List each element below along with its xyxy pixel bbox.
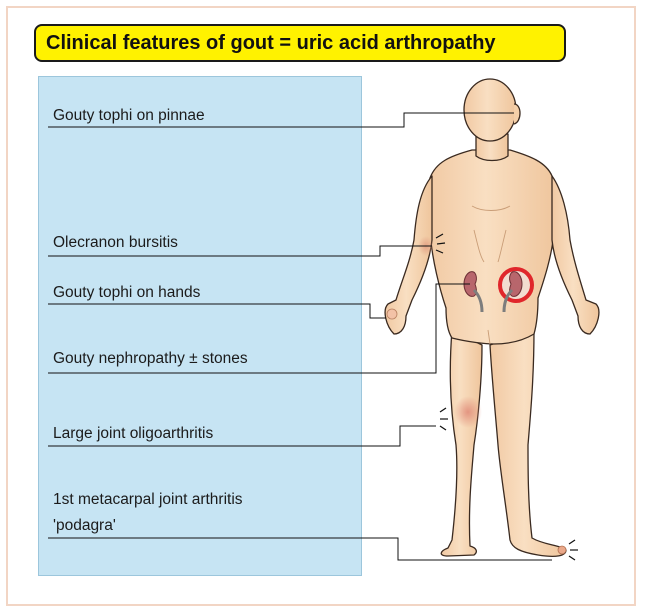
torso: [427, 149, 558, 345]
right-arm: [551, 175, 600, 335]
toe-pain-marks: [568, 539, 578, 561]
knee-pain-marks: [439, 407, 448, 431]
toe-tophus: [557, 545, 567, 555]
left-leg: [440, 329, 483, 557]
right-leg: [489, 329, 567, 557]
leader-tophi-hands: [48, 303, 386, 319]
human-figure: [384, 78, 600, 557]
head: [463, 78, 517, 142]
leader-tophi-pinnae: [48, 112, 514, 128]
elbow-pain-marks: [435, 233, 446, 254]
left-arm: [384, 175, 433, 335]
label-gouty-nephropathy: Gouty nephropathy ± stones: [53, 350, 248, 367]
figure-title: Clinical features of gout = uric acid ar…: [34, 24, 566, 62]
leader-olecranon-bursitis: [48, 245, 432, 257]
label-podagra-line1: 1st metacarpal joint arthritis: [53, 491, 243, 508]
figure-title-text: Clinical features of gout = uric acid ar…: [46, 31, 496, 54]
label-tophi-hands: Gouty tophi on hands: [53, 284, 201, 301]
ureters: [472, 288, 514, 313]
leader-podagra: [48, 537, 552, 561]
leader-gouty-nephropathy: [48, 283, 470, 374]
knee-inflammation: [454, 396, 482, 428]
label-large-joint-oligoarthritis: Large joint oligoarthritis: [53, 425, 214, 442]
label-panel: [38, 76, 362, 576]
ear: [513, 103, 521, 125]
label-olecranon-bursitis: Olecranon bursitis: [53, 234, 178, 251]
pain-marks: [435, 233, 578, 561]
label-podagra-line2: 'podagra': [53, 517, 116, 534]
leader-lines: [48, 112, 552, 561]
label-tophi-pinnae: Gouty tophi on pinnae: [53, 107, 205, 124]
body-contours: [471, 205, 511, 345]
leader-large-joint: [48, 425, 436, 447]
hand-tophus: [386, 308, 398, 320]
